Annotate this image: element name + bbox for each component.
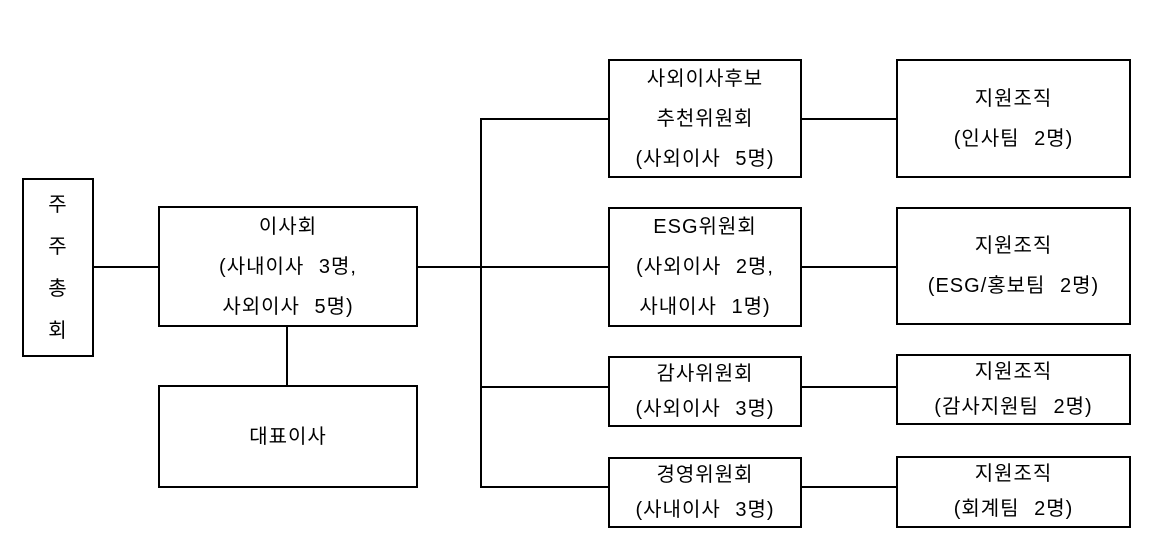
connector-shareholders-board [93, 266, 158, 268]
node-title: 지원조직 [974, 87, 1053, 110]
connector-esg-support [801, 266, 896, 268]
connector-trunk-audit-committee [480, 386, 608, 388]
node-esg-committee: ESG위원회 (사외이사 2명, 사내이사 1명) [608, 207, 802, 327]
node-detail: (사내이사 3명, [219, 255, 357, 278]
node-detail: (회계팀 2명) [953, 498, 1074, 520]
node-outside-director-nomination-committee: 사외이사후보 추천위원회 (사외이사 5명) [608, 59, 802, 178]
node-management-committee: 경영위원회 (사내이사 3명) [608, 457, 802, 528]
node-title: 지원조직 [974, 360, 1053, 383]
node-support-org-esg-pr: 지원조직 (ESG/홍보팀 2명) [896, 207, 1131, 325]
node-detail: (감사지원팀 2명) [934, 395, 1093, 418]
node-title: 사외이사후보 [646, 67, 764, 90]
node-detail: 사내이사 1명) [639, 296, 771, 318]
node-support-org-audit: 지원조직 (감사지원팀 2명) [896, 354, 1131, 425]
node-ceo: 대표이사 [158, 385, 418, 488]
node-detail: (사내이사 3명) [635, 498, 775, 521]
node-label: 주 [48, 193, 68, 216]
node-title: 감사위원회 [656, 362, 754, 385]
node-title: 대표이사 [249, 425, 327, 448]
node-title: 추천위원회 [656, 107, 754, 130]
connector-trunk-nomination-committee [480, 118, 608, 120]
node-title: 경영위원회 [656, 463, 754, 486]
connector-nomination-support [801, 118, 896, 120]
node-audit-committee: 감사위원회 (사외이사 3명) [608, 356, 802, 427]
connector-board-ceo [286, 327, 288, 385]
node-detail: (사외이사 3명) [635, 397, 775, 420]
node-title: 이사회 [258, 215, 318, 238]
node-support-org-hr: 지원조직 (인사팀 2명) [896, 59, 1131, 178]
node-title: 지원조직 [974, 463, 1053, 485]
connector-committee-trunk [480, 118, 482, 488]
node-title: 지원조직 [974, 235, 1053, 257]
node-label: 주 [48, 235, 68, 258]
node-title: ESG위원회 [653, 216, 757, 238]
node-label: 회 [48, 319, 68, 342]
node-label: 총 [48, 277, 68, 300]
node-detail: (사외이사 2명, [636, 256, 774, 278]
connector-audit-support [801, 386, 896, 388]
connector-board-esg-committee [417, 266, 608, 268]
node-board-of-directors: 이사회 (사내이사 3명, 사외이사 5명) [158, 206, 418, 327]
connector-management-support [801, 486, 896, 488]
connector-trunk-management-committee [480, 486, 608, 488]
node-detail: 사외이사 5명) [222, 295, 354, 318]
node-shareholders-meeting: 주 주 총 회 [22, 178, 94, 357]
node-support-org-accounting: 지원조직 (회계팀 2명) [896, 456, 1131, 528]
node-detail: (사외이사 5명) [635, 147, 775, 170]
node-detail: (인사팀 2명) [953, 127, 1074, 150]
node-detail: (ESG/홍보팀 2명) [927, 275, 1100, 297]
